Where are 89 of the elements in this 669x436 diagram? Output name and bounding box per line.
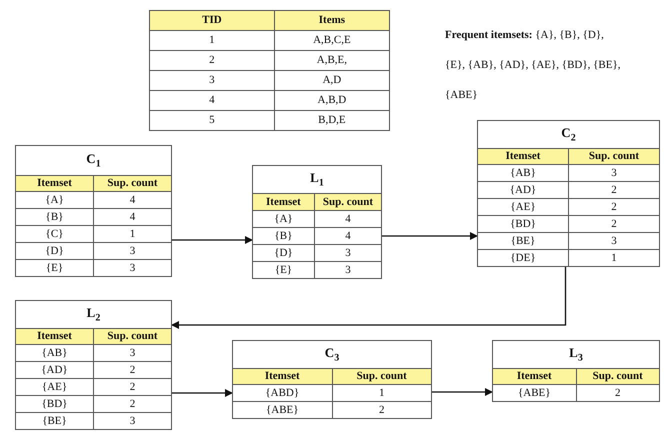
transaction-id: 1: [150, 30, 274, 50]
support-count: 2: [568, 182, 660, 198]
support-count: 2: [94, 378, 172, 396]
column-header: Sup. count: [314, 194, 382, 210]
table-title: L$_{3}$: [492, 340, 660, 368]
itemset-entry: {D}: [252, 244, 314, 262]
table-title: C$_{3}$: [232, 340, 432, 368]
column-header: Itemset: [252, 194, 314, 210]
data-table: [232, 340, 432, 419]
support-count: 3: [568, 232, 660, 250]
itemset-entry: {AB}: [16, 344, 94, 362]
support-count: 2: [94, 396, 172, 412]
note-text: Frequent itemsets: {A}, {B}, {D}, {E}, {AB}, {AD}, {AE}, {BD}, {BE}, {ABE}: [445, 28, 622, 103]
arrow: [432, 388, 493, 396]
support-count: 4: [314, 228, 382, 244]
itemset-entry: {BD}: [16, 396, 94, 412]
itemset-entry: {D}: [16, 242, 94, 260]
transaction-items: A,D: [274, 70, 390, 90]
itemset-entry: {E}: [252, 262, 314, 278]
transaction-items: A,B,D: [274, 90, 390, 110]
itemset-entry: {AD}: [16, 362, 94, 378]
arrow: [382, 232, 478, 240]
itemset-entry: {AB}: [478, 164, 568, 182]
data-table: [252, 165, 382, 279]
column-header: Itemset: [492, 368, 576, 384]
column-header: Itemset: [232, 368, 332, 384]
support-count: 2: [94, 362, 172, 378]
table-title: L$_{2}$: [16, 300, 172, 328]
table-title: L$_{1}$: [252, 166, 382, 194]
support-count: 2: [568, 198, 660, 216]
arrow: [172, 389, 233, 397]
itemset-entry: {AE}: [16, 378, 94, 396]
column-header: Sup. count: [94, 176, 172, 192]
transaction-items: B,D,E: [274, 110, 390, 130]
itemset-entry: {AE}: [478, 198, 568, 216]
itemset-entry: {BE}: [16, 412, 94, 430]
data-table: [492, 340, 660, 402]
itemset-entry: {ABD}: [232, 384, 332, 402]
transaction-id: 5: [150, 110, 274, 130]
data-table: [477, 120, 660, 267]
itemset-entry: {ABE}: [232, 402, 332, 418]
support-count: 1: [94, 226, 172, 242]
support-count: 4: [94, 208, 172, 226]
itemset-entry: {AD}: [478, 182, 568, 198]
support-count: 4: [314, 210, 382, 228]
column-header: Sup. count: [332, 368, 432, 384]
column-header: Sup. count: [568, 148, 660, 164]
column-header: Sup. count: [576, 368, 660, 384]
transaction-id: 4: [150, 90, 274, 110]
itemset-entry: {A}: [16, 192, 94, 208]
itemset-entry: {E}: [16, 260, 94, 276]
support-count: 3: [94, 260, 172, 276]
table-title: C$_{1}$: [16, 146, 172, 176]
column-header: Itemset: [16, 176, 94, 192]
transaction-items: A,B,C,E: [274, 30, 390, 50]
transaction-id: 2: [150, 50, 274, 70]
support-count: 3: [94, 242, 172, 260]
support-count: 4: [94, 192, 172, 208]
arrow: [171, 267, 566, 329]
support-count: 2: [576, 384, 660, 402]
column-header: Items: [274, 10, 390, 30]
arrow: [172, 236, 253, 244]
data-table: [15, 300, 172, 430]
support-count: 2: [568, 216, 660, 232]
column-header: Sup. count: [94, 328, 172, 344]
column-header: Itemset: [478, 148, 568, 164]
table-title: C$_{2}$: [478, 120, 660, 148]
support-count: 3: [94, 344, 172, 362]
itemset-entry: {DE}: [478, 250, 568, 266]
transaction-items: A,B,E,: [274, 50, 390, 70]
data-table: [149, 10, 390, 131]
itemset-entry: {BD}: [478, 216, 568, 232]
support-count: 3: [314, 262, 382, 278]
itemset-entry: {A}: [252, 210, 314, 228]
column-header: Itemset: [16, 328, 94, 344]
itemset-entry: {C}: [16, 226, 94, 242]
support-count: 1: [332, 384, 432, 402]
support-count: 3: [94, 412, 172, 430]
support-count: 3: [314, 244, 382, 262]
itemset-entry: {B}: [252, 228, 314, 244]
column-header: TID: [150, 10, 274, 30]
support-count: 1: [568, 250, 660, 266]
itemset-entry: {ABE}: [492, 384, 576, 402]
support-count: 3: [568, 164, 660, 182]
transaction-id: 3: [150, 70, 274, 90]
itemset-entry: {B}: [16, 208, 94, 226]
support-count: 2: [332, 402, 432, 418]
data-table: [15, 145, 172, 277]
itemset-entry: {BE}: [478, 232, 568, 250]
